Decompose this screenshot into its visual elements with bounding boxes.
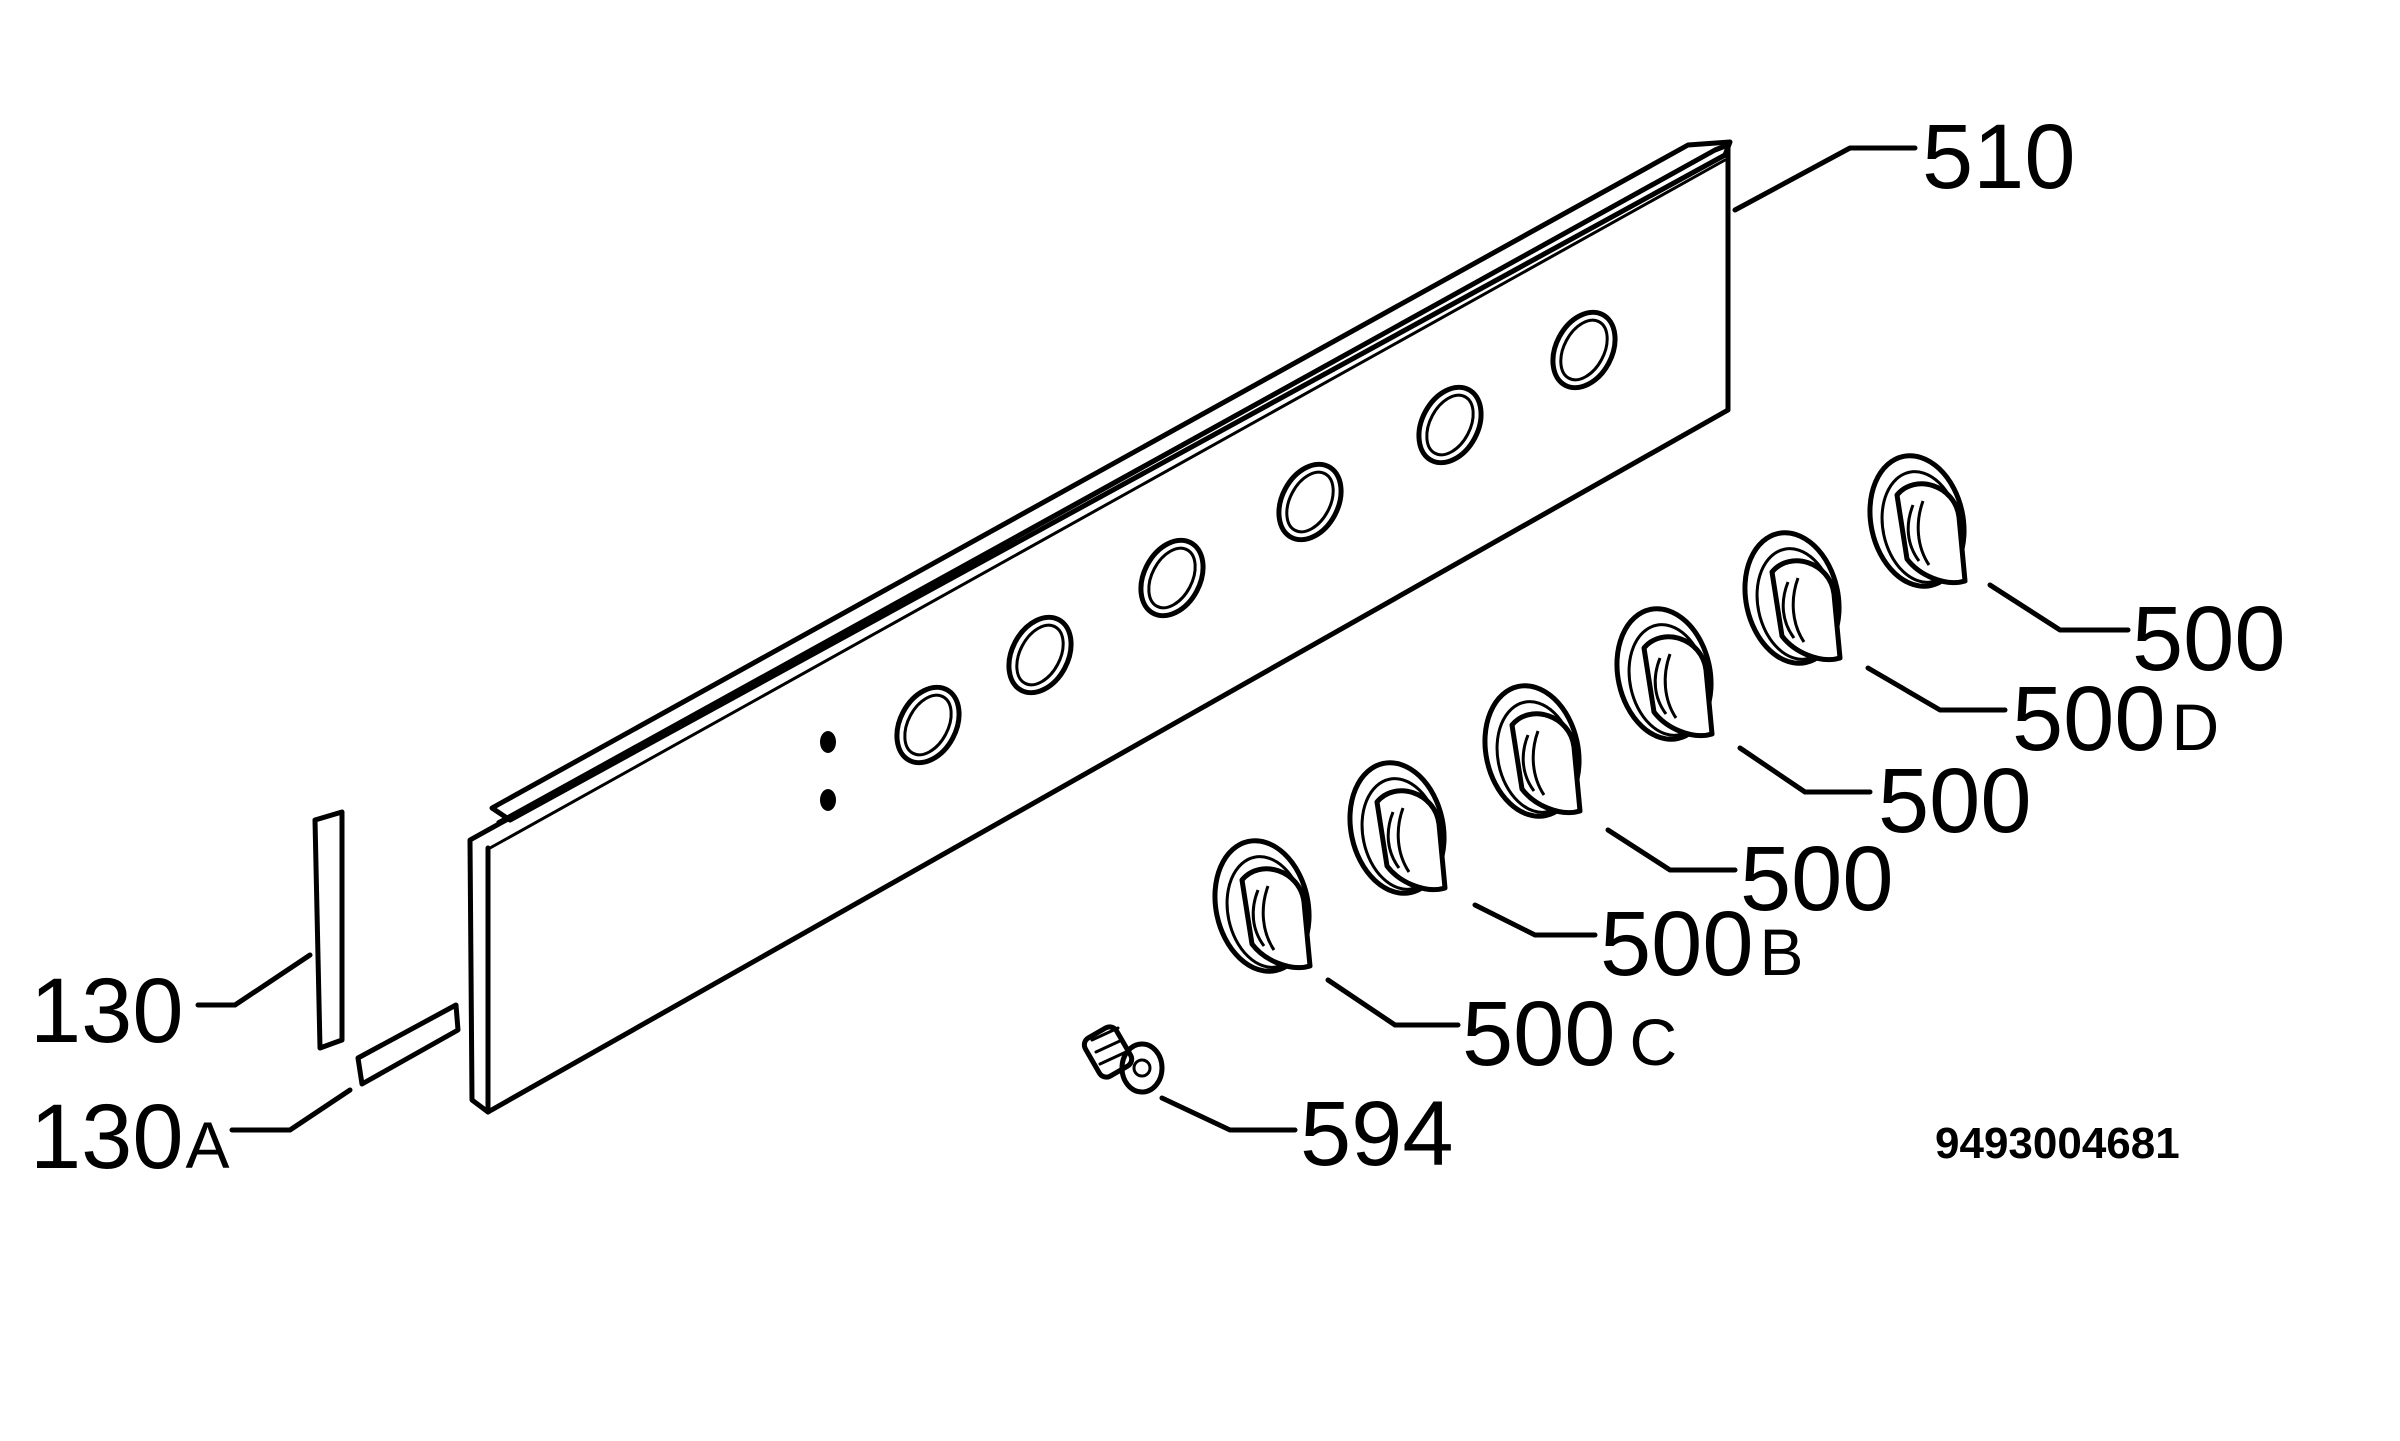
control-knob (1742, 530, 1843, 666)
indicator-hole (820, 731, 836, 753)
label-screw-594: 594 (1300, 1083, 1454, 1185)
control-knob (1212, 838, 1313, 974)
panel-knob-holes (894, 309, 1618, 766)
leader-lines (195, 145, 2131, 1133)
control-knob (1614, 606, 1715, 742)
knob-group (1212, 453, 1968, 974)
control-knob (1867, 453, 1968, 589)
label-knob-500b: 500B (1600, 893, 1804, 995)
control-knob (1347, 760, 1448, 896)
label-strip-130: 130 (30, 960, 184, 1062)
indicator-hole (820, 789, 836, 811)
label-knob-500d: 500D (2012, 668, 2219, 770)
label-knob-500-low: 500 (1740, 828, 1894, 930)
label-knob-500-mid: 500 (1878, 750, 2032, 852)
strip-130a (355, 1002, 461, 1087)
control-panel (467, 139, 1733, 1115)
label-knob-500-top: 500 (2132, 588, 2286, 690)
control-knob (1482, 683, 1583, 819)
screw-594 (1081, 1024, 1165, 1095)
label-panel-510: 510 (1922, 106, 2076, 208)
label-strip-130a: 130A (30, 1086, 230, 1188)
document-number: 9493004681 (1935, 1119, 2180, 1168)
strip-130 (312, 809, 345, 1051)
